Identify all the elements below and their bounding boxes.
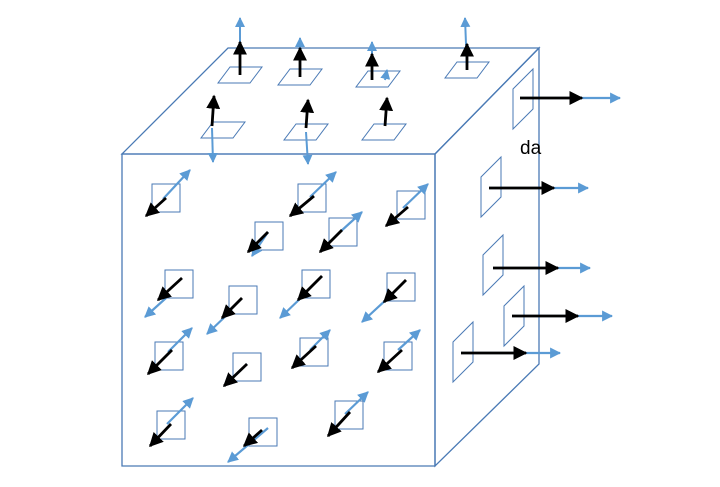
front-field-vector xyxy=(297,275,323,301)
front-field-vector xyxy=(326,411,352,438)
front-field-vector xyxy=(319,229,343,253)
front-field-vector xyxy=(156,276,183,302)
front-normal-vector xyxy=(166,397,194,425)
front-field-vector xyxy=(147,349,173,375)
front-normal-vector xyxy=(144,297,167,318)
front-area-patch xyxy=(383,341,413,371)
front-field-vector xyxy=(290,344,317,370)
front-field-vector xyxy=(148,423,173,448)
front-field-vector xyxy=(247,231,269,253)
front-field-vector xyxy=(222,362,248,388)
cube xyxy=(120,46,541,468)
front-area-patch xyxy=(299,337,329,367)
front-field-vector xyxy=(288,194,315,218)
top-field-vector xyxy=(206,94,221,127)
front-field-vector xyxy=(376,348,403,374)
front-normal-vector xyxy=(167,327,193,353)
top-area-patch xyxy=(361,123,407,141)
front-area-patch xyxy=(396,190,426,220)
front-field-vector xyxy=(144,196,167,218)
front-area-patch xyxy=(232,352,262,382)
front-field-vector xyxy=(242,428,263,448)
area-patches xyxy=(151,61,534,447)
top-field-vector xyxy=(379,96,394,127)
front-area-patch xyxy=(386,272,416,302)
front-normal-vector xyxy=(162,169,191,200)
right-area-patch xyxy=(482,233,504,297)
front-normal-vector xyxy=(309,171,337,198)
cube-right-face xyxy=(434,46,540,468)
da-label: da xyxy=(520,138,542,159)
front-normal-vector xyxy=(397,329,421,351)
top-area-patch xyxy=(200,121,246,139)
top-normal-vector xyxy=(380,69,391,81)
front-area-patch xyxy=(228,285,258,315)
vectors xyxy=(144,17,622,463)
top-field-vector xyxy=(300,98,315,129)
top-normal-vector-down xyxy=(207,127,218,163)
front-field-vector xyxy=(384,205,409,228)
front-area-patch xyxy=(301,269,331,299)
top-normal-vector-down xyxy=(302,131,313,165)
top-area-patch xyxy=(355,70,401,88)
front-normal-vector xyxy=(402,183,429,209)
front-normal-vector xyxy=(344,391,369,415)
front-field-vector xyxy=(221,297,243,319)
front-area-patch xyxy=(154,341,184,371)
front-area-patch xyxy=(164,269,194,299)
front-normal-vector xyxy=(339,211,363,233)
front-area-patch xyxy=(328,217,358,247)
front-field-vector xyxy=(383,279,407,303)
